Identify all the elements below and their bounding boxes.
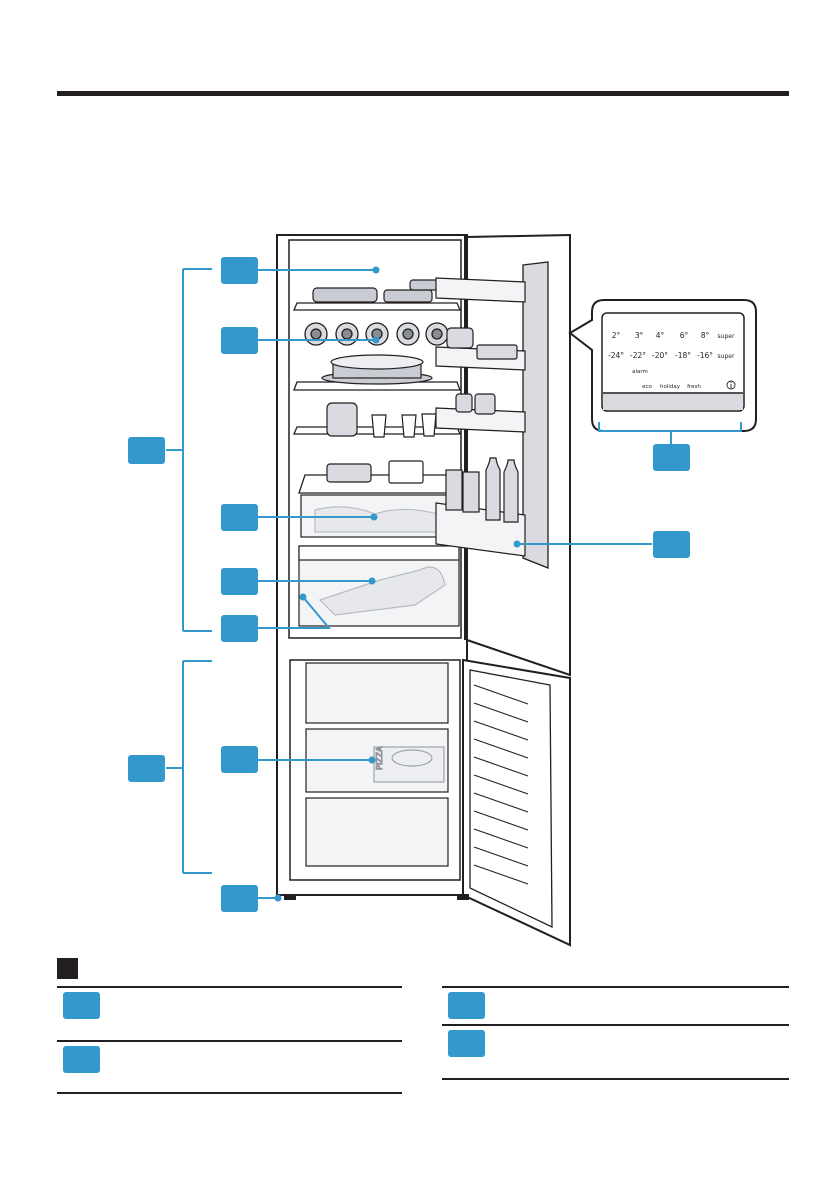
legend-divider bbox=[442, 1078, 789, 1080]
freezer-door-vents bbox=[473, 684, 529, 885]
door-bottles bbox=[445, 327, 519, 523]
lunch-boxes bbox=[326, 460, 424, 484]
fridge-super-button[interactable]: super bbox=[718, 333, 735, 340]
freezer-temp-5[interactable]: -16° bbox=[697, 351, 713, 360]
cake-dome bbox=[321, 354, 433, 385]
legend-row bbox=[57, 1040, 402, 1092]
display-panel-callout bbox=[568, 299, 757, 432]
alarm-button[interactable]: alarm bbox=[632, 369, 648, 375]
callout-label-control-panel bbox=[653, 444, 690, 471]
callout-dots bbox=[274, 266, 521, 902]
freezer-super-button[interactable]: super bbox=[718, 353, 735, 360]
freezer-temp-4[interactable]: -18° bbox=[675, 351, 691, 360]
callout-label-bottle-rack bbox=[221, 327, 258, 354]
fridge-temp-4[interactable]: 6° bbox=[680, 331, 689, 340]
fridge-temp-1[interactable]: 2° bbox=[612, 331, 621, 340]
callout-label-adjustable-feet bbox=[221, 885, 258, 912]
jar-and-cups bbox=[326, 402, 437, 438]
pizza-box: PIZZA bbox=[373, 745, 445, 783]
pizza-box-text: PIZZA bbox=[375, 746, 384, 770]
callout-label-interior-light bbox=[221, 257, 258, 284]
fridge-feet bbox=[284, 894, 469, 900]
callout-label-humidity-regulator bbox=[221, 615, 258, 642]
freezer-temp-3[interactable]: -20° bbox=[652, 351, 668, 360]
appliance-figure: PIZZA bbox=[128, 233, 757, 947]
callout-label-fridge-compartment bbox=[128, 437, 165, 464]
callout-label-vegetable-drawer bbox=[221, 568, 258, 595]
callout-label-freezer-compartment bbox=[128, 755, 165, 782]
legend-label bbox=[63, 992, 100, 1019]
holiday-button[interactable]: holiday bbox=[660, 384, 681, 390]
legend-divider bbox=[57, 1092, 402, 1094]
info-icon[interactable] bbox=[726, 380, 736, 390]
legend-label bbox=[448, 992, 485, 1019]
legend-label bbox=[63, 1046, 100, 1073]
legend-left-column bbox=[57, 986, 402, 1094]
legend-label bbox=[448, 1030, 485, 1057]
fridge-temp-2[interactable]: 3° bbox=[635, 331, 644, 340]
legend-right-column bbox=[442, 986, 789, 1080]
legend-marker bbox=[57, 958, 78, 979]
fresh-button[interactable]: fresh bbox=[687, 384, 701, 390]
callout-label-freezer-drawer bbox=[221, 746, 258, 773]
legend-row bbox=[442, 986, 789, 1024]
freezer-temp-2[interactable]: -22° bbox=[630, 351, 646, 360]
fridge-temp-3[interactable]: 4° bbox=[656, 331, 665, 340]
top-rule bbox=[57, 91, 789, 96]
callout-label-chiller-drawer bbox=[221, 504, 258, 531]
callout-label-bottle-shelf bbox=[653, 531, 690, 558]
eco-button[interactable]: eco bbox=[642, 384, 652, 390]
freezer-door bbox=[462, 658, 571, 947]
freezer-temp-1[interactable]: -24° bbox=[608, 351, 624, 360]
fridge-temp-5[interactable]: 8° bbox=[701, 331, 710, 340]
legend-row bbox=[442, 1024, 789, 1078]
legend-row bbox=[57, 986, 402, 1040]
display-panel: 2° 3° 4° 6° 8° super -24° -22° -20° -18°… bbox=[608, 331, 736, 390]
fridge-illustration: PIZZA bbox=[166, 233, 757, 947]
vegetable-drawer bbox=[298, 545, 460, 627]
bottle-rack bbox=[304, 322, 449, 346]
